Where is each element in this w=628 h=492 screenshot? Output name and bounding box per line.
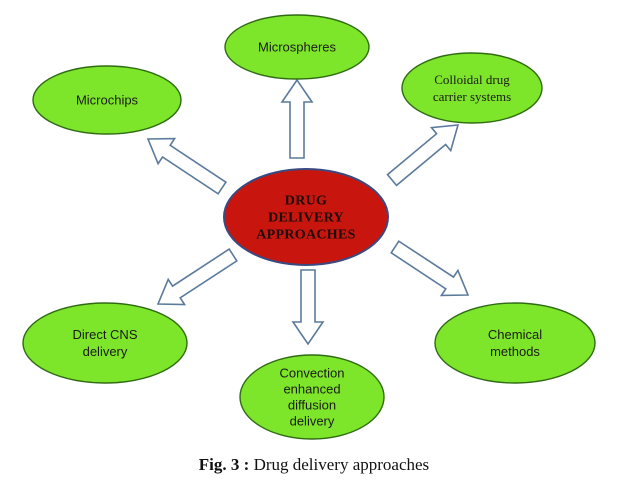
node-colloidal-ellipse <box>401 52 543 124</box>
node-convection-ellipse <box>239 354 385 440</box>
node-chemical-label-line-2: methods <box>490 344 540 359</box>
node-convection-label-line-3: diffusion <box>288 398 336 413</box>
center-node-label-line-1: DRUG <box>285 194 327 209</box>
node-convection-label-line-1: Convection <box>279 366 344 381</box>
node-chemical-ellipse <box>434 302 596 384</box>
node-microspheres-ellipse <box>224 14 370 80</box>
node-direct-cns-label-line-1: Direct CNS <box>72 327 137 342</box>
node-microspheres: Microspheres <box>224 14 370 80</box>
node-colloidal-label-line-2: carrier systems <box>433 89 511 104</box>
node-microchips-label-line-1: Microchips <box>76 93 139 108</box>
arrow-to-colloidal <box>386 124 460 187</box>
node-direct-cns: Direct CNS delivery <box>22 302 188 384</box>
center-node-label-line-2: DELIVERY <box>268 211 344 226</box>
node-colloidal: Colloidal drug carrier systems <box>401 52 543 124</box>
caption-text: Drug delivery approaches <box>249 455 430 474</box>
arrow-to-convection <box>291 269 325 346</box>
arrow-to-microspheres <box>280 78 314 159</box>
node-direct-cns-ellipse <box>22 302 188 384</box>
node-convection-label-line-2: enhanced <box>283 382 340 397</box>
node-chemical-label-line-1: Chemical <box>488 327 542 342</box>
arrow-to-microchips <box>146 137 228 195</box>
node-convection-label-line-4: delivery <box>290 414 335 429</box>
node-chemical: Chemical methods <box>434 302 596 384</box>
arrows-layer <box>146 78 470 346</box>
center-node-ellipse <box>223 168 389 266</box>
center-node: DRUG DELIVERY APPROACHES <box>223 168 389 266</box>
arrow-to-chemical <box>390 240 470 297</box>
node-direct-cns-label-line-2: delivery <box>83 344 128 359</box>
caption-label: Fig. 3 : <box>198 455 250 474</box>
center-node-label-line-3: APPROACHES <box>256 228 355 243</box>
arrow-to-direct-cns <box>156 247 238 306</box>
node-microchips: Microchips <box>32 65 182 135</box>
node-microspheres-label-line-1: Microspheres <box>258 40 337 55</box>
node-colloidal-label-line-1: Colloidal drug <box>434 72 510 87</box>
node-microchips-ellipse <box>32 65 182 135</box>
figure-caption: Fig. 3 : Drug delivery approaches <box>0 455 628 475</box>
